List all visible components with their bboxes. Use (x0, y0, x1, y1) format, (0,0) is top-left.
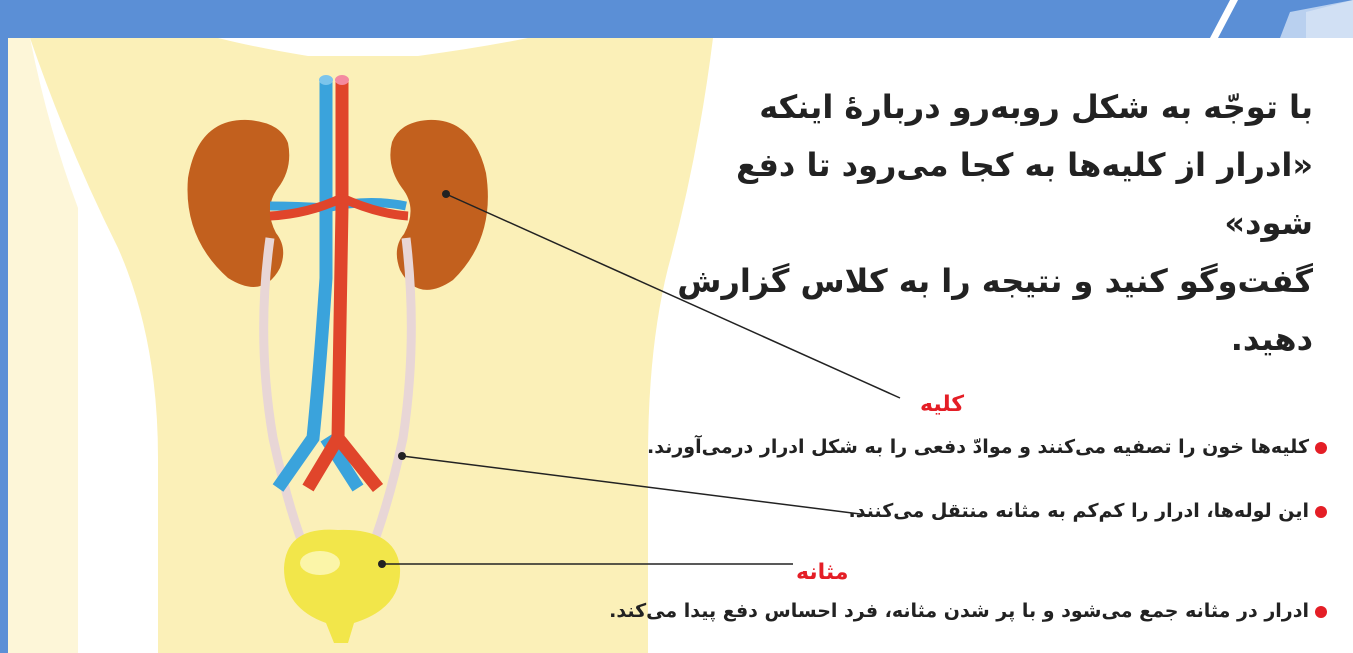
question-text: با توجّه به شکل روبه‌رو دربارهٔ اینکه «ا… (673, 78, 1313, 368)
kidney-note-text: کلیه‌ها خون را تصفیه می‌کنند و موادّ دفع… (647, 436, 1309, 458)
bladder-label: مثانه (796, 560, 848, 585)
bladder-note-text: ادرار در مثانه جمع می‌شود و با پر شدن مث… (609, 600, 1309, 622)
bullet-icon (1315, 506, 1327, 518)
kidney-label: کلیه (920, 392, 964, 417)
question-line-1: با توجّه به شکل روبه‌رو دربارهٔ اینکه (673, 78, 1313, 136)
header-bar (0, 0, 1353, 38)
left-border (0, 38, 8, 653)
header-tab-decoration (1210, 0, 1353, 38)
bullet-icon (1315, 606, 1327, 618)
bladder-note: ادرار در مثانه جمع می‌شود و با پر شدن مث… (609, 600, 1327, 622)
question-line-4: دهید. (673, 310, 1313, 368)
bullet-icon (1315, 442, 1327, 454)
question-line-2: «ادرار از کلیه‌ها به کجا می‌رود تا دفع ش… (673, 136, 1313, 252)
question-line-3: گفت‌وگو کنید و نتیجه را به کلاس گزارش (673, 252, 1313, 310)
kidney-note: کلیه‌ها خون را تصفیه می‌کنند و موادّ دفع… (647, 436, 1327, 458)
ureter-note-text: این لوله‌ها، ادرار را کم‌کم به مثانه منت… (848, 500, 1309, 522)
ureter-note: این لوله‌ها، ادرار را کم‌کم به مثانه منت… (848, 500, 1327, 522)
